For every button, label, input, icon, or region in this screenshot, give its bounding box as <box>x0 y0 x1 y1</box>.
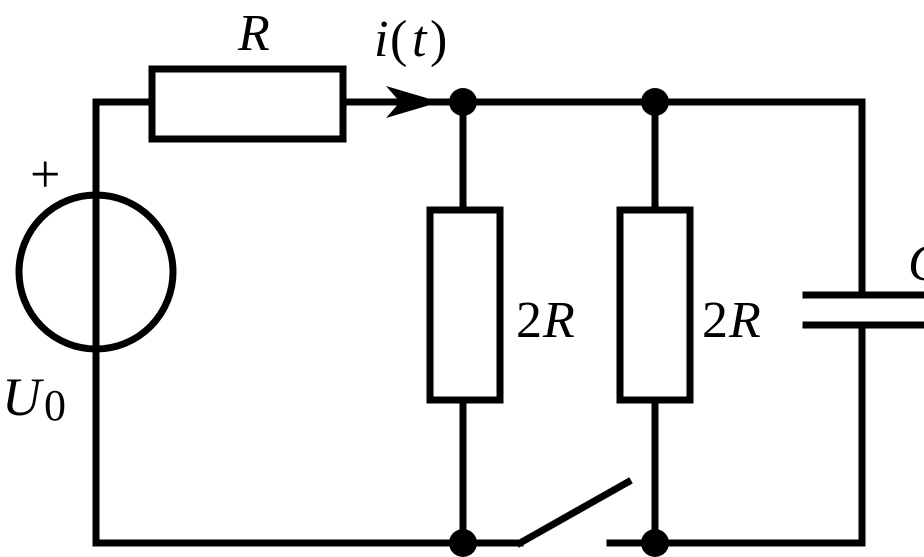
current-label-paren-open: ( <box>390 11 407 68</box>
resistor-series <box>148 65 347 143</box>
current-label-paren-close: ) <box>430 11 447 68</box>
resistor-2r-right-label: 2 R <box>702 292 761 349</box>
junction-dot <box>641 529 669 557</box>
source-label-symbol: U <box>2 367 44 427</box>
resistor-2r-right-coef: 2 <box>702 292 728 349</box>
voltage-source <box>15 191 177 353</box>
resistor-2r-right-symbol: R <box>728 292 761 349</box>
junction-dot <box>641 88 669 116</box>
resistor-series-label: R <box>237 5 270 62</box>
resistor-2r-right <box>616 206 694 404</box>
source-label-subscript: 0 <box>44 381 66 430</box>
current-label-var: i <box>374 11 388 68</box>
source-label: U 0 <box>2 367 66 430</box>
junction-dots <box>449 88 669 557</box>
resistor-2r-left-symbol: R <box>542 292 575 349</box>
resistor-2r-left-label: 2 R <box>516 292 575 349</box>
current-label-arg: t <box>412 11 428 68</box>
current-arrow <box>386 86 440 118</box>
current-label: i ( t ) <box>374 11 447 68</box>
resistor-2r-left-coef: 2 <box>516 292 542 349</box>
capacitor <box>802 291 924 329</box>
resistor-2r-left <box>426 206 504 404</box>
junction-dot <box>449 529 477 557</box>
source-plus-sign: + <box>30 144 60 204</box>
junction-dot <box>449 88 477 116</box>
switch-blade <box>515 477 633 548</box>
capacitor-label: C <box>908 235 924 292</box>
